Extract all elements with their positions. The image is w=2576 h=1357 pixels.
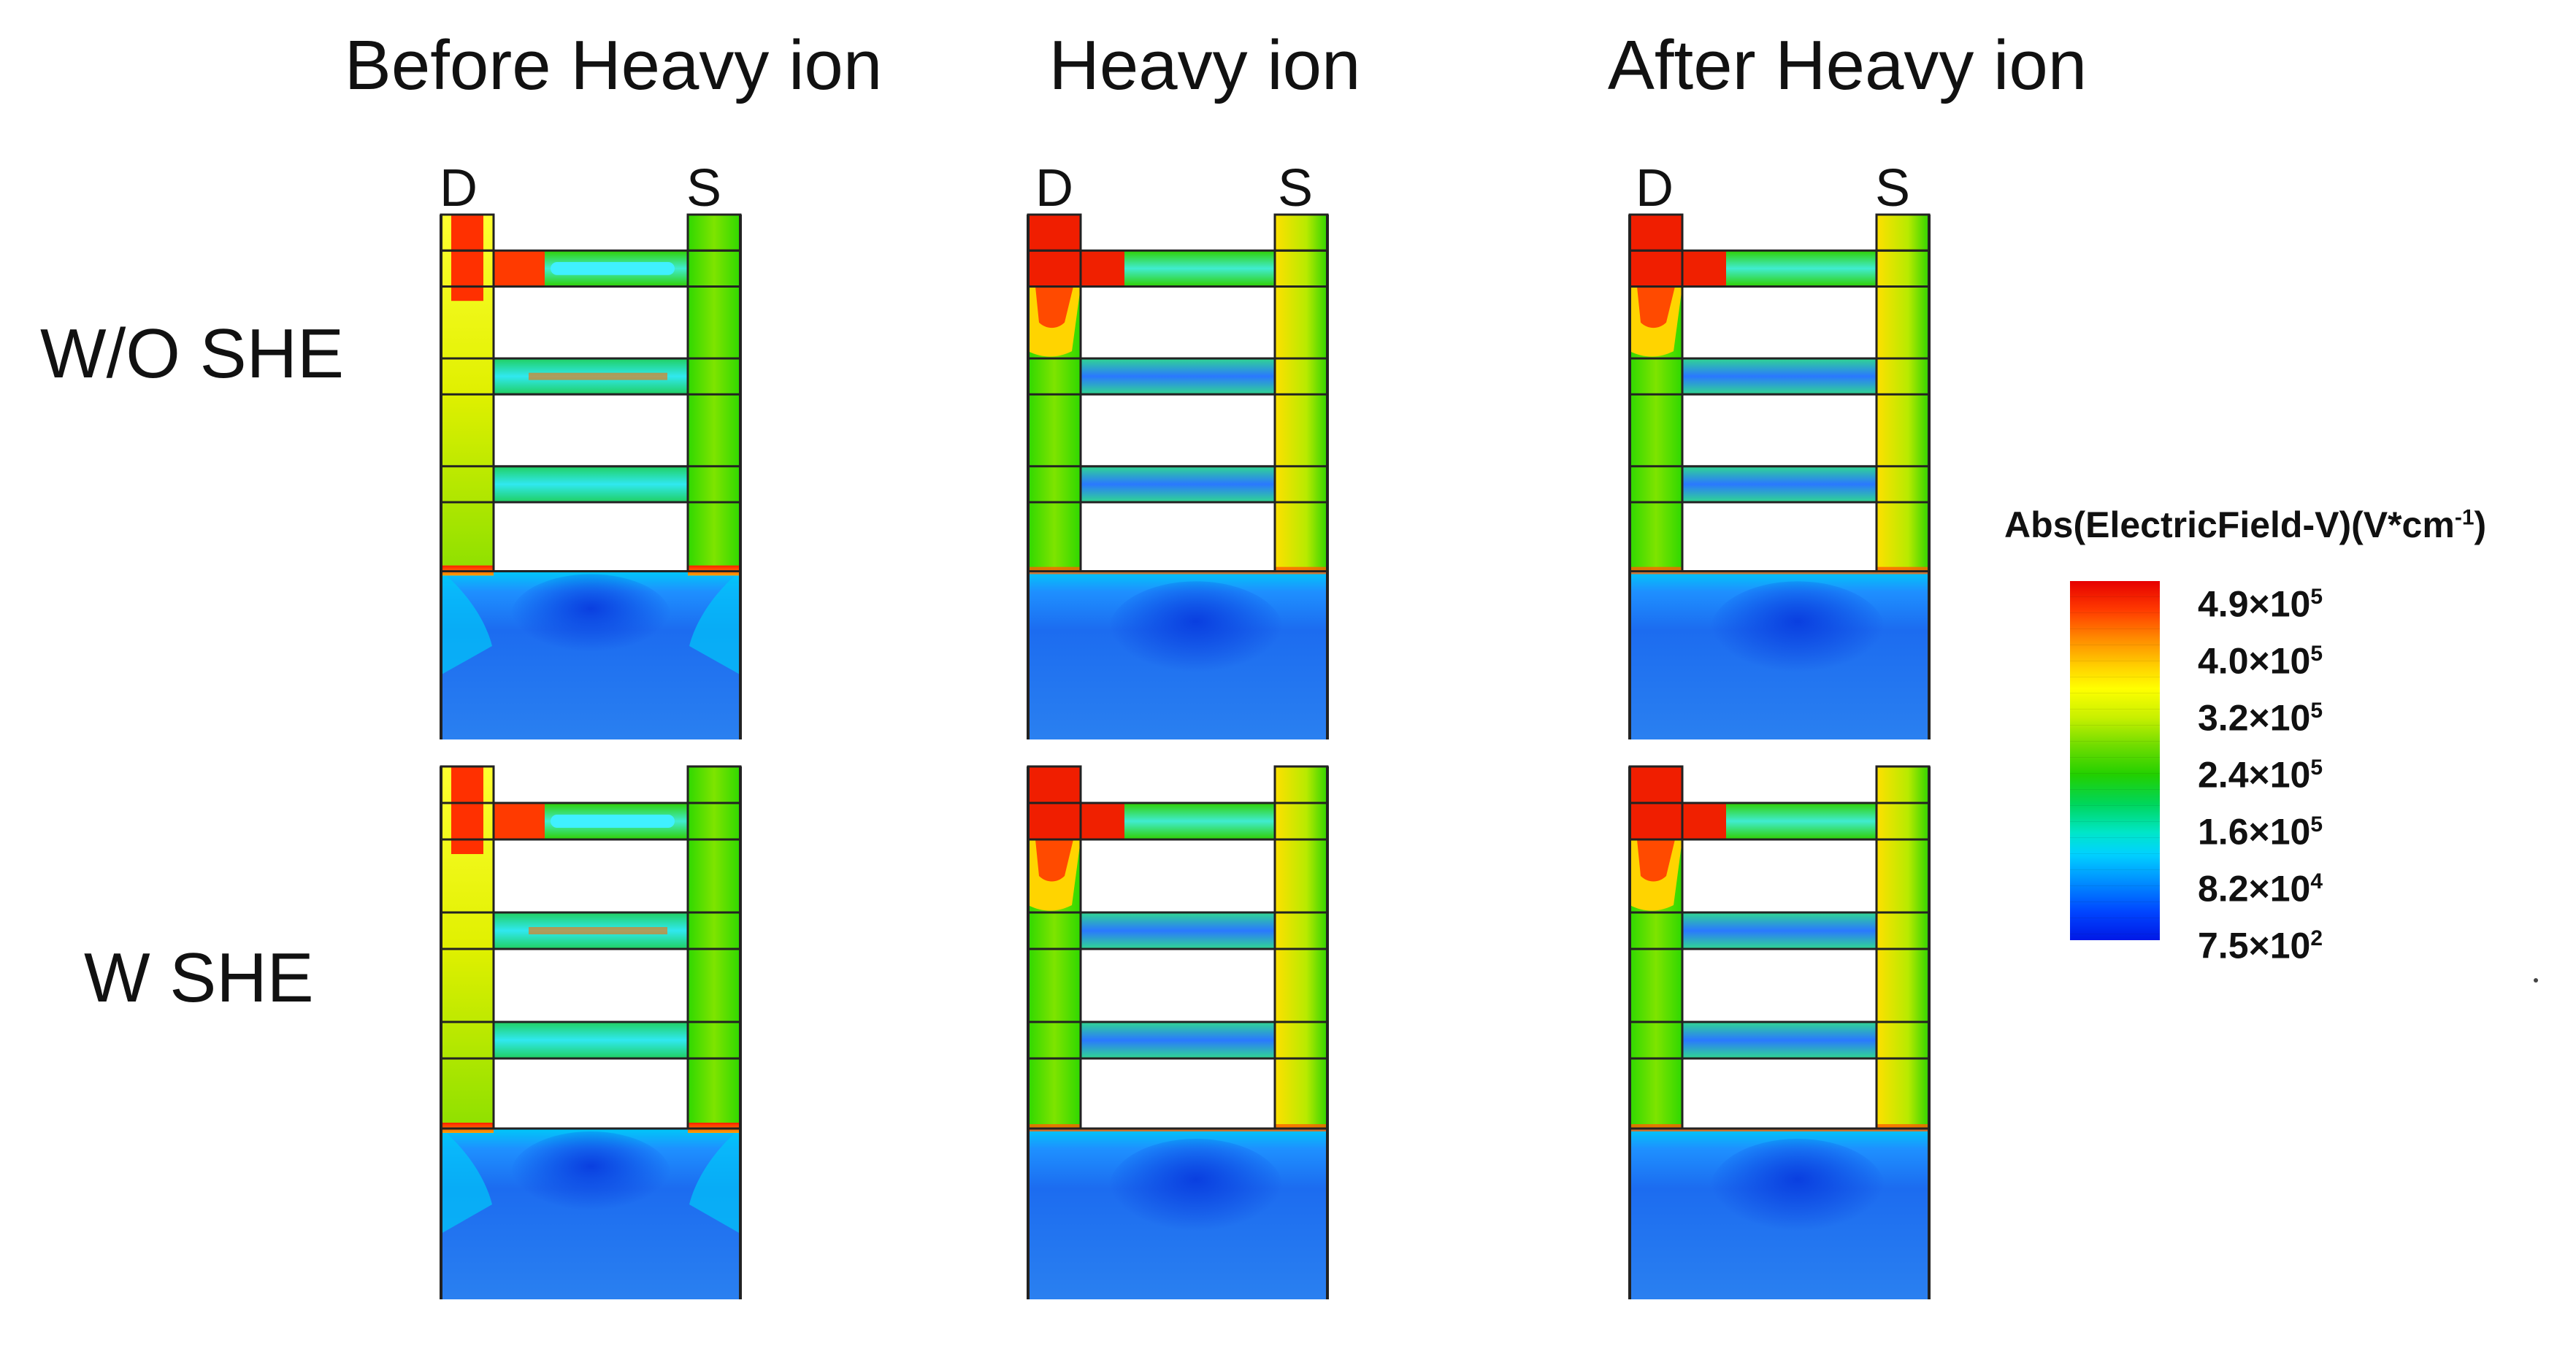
- legend-tick: 4.9×105: [2198, 583, 2323, 625]
- panel-heavy-ion-with-she: [1027, 765, 1329, 1301]
- column-title-after: After Heavy ion: [1607, 26, 2088, 104]
- legend-tick: 3.2×105: [2198, 697, 2323, 739]
- panel-before-with-she: [440, 765, 742, 1301]
- legend-tick: 4.0×105: [2198, 640, 2323, 682]
- drain-label-before: D: [440, 159, 478, 218]
- panel-after-with-she: [1628, 765, 1931, 1301]
- source-label-before: S: [686, 159, 722, 218]
- panel-after-without-she: [1628, 213, 1931, 742]
- panel-before-without-she: [440, 213, 742, 742]
- column-title-heavy-ion: Heavy ion: [1049, 26, 1361, 104]
- legend-tick: 7.5×102: [2198, 925, 2323, 966]
- legend-tick: 1.6×105: [2198, 811, 2323, 853]
- column-title-before: Before Heavy ion: [344, 26, 883, 104]
- drain-label-heavy-ion: D: [1035, 159, 1073, 218]
- legend-tick: 2.4×105: [2198, 754, 2323, 796]
- row-title-without-she: W/O SHE: [40, 315, 345, 393]
- row-title-with-she: W SHE: [84, 939, 314, 1017]
- source-label-heavy-ion: S: [1278, 159, 1314, 218]
- colorbar: [2070, 581, 2160, 940]
- stray-dot: [2534, 978, 2538, 983]
- legend-tick: 8.2×104: [2198, 868, 2323, 910]
- legend-title: Abs(ElectricField-V)(V*cm-1): [2004, 504, 2487, 545]
- drain-label-after: D: [1636, 159, 1674, 218]
- source-label-after: S: [1875, 159, 1911, 218]
- panel-heavy-ion-without-she: [1027, 213, 1329, 742]
